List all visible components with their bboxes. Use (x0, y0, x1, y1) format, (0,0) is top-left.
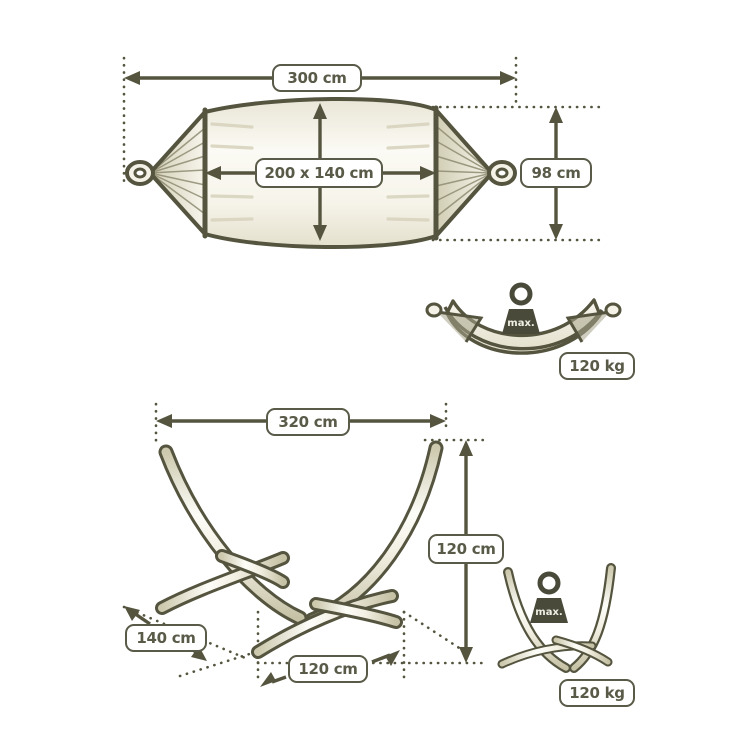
hammock-capacity-figure: max. (425, 282, 622, 355)
capacity-stand-foot-b (553, 637, 611, 665)
weight-block-icon (530, 598, 568, 623)
stand-left-foot (158, 554, 287, 612)
label-stand-depth-left: 140 cm (125, 624, 207, 652)
label-stand-capacity: 120 kg (559, 679, 635, 707)
stand-left-foot-b (218, 552, 287, 586)
capacity-stand-left-arch (505, 569, 569, 671)
weight-ring-icon (509, 282, 533, 306)
stand-extension-lines (122, 402, 486, 682)
hammock-left-suspension (125, 110, 207, 236)
dimension-arrow-stand-depth-right (260, 650, 400, 687)
hammock-right-suspension (434, 108, 517, 238)
label-hammock-height: 98 cm (520, 158, 592, 188)
label-hammock-bed-size: 200 x 140 cm (255, 158, 383, 188)
weight-block-icon (502, 309, 540, 334)
stand-right-foot-b (312, 600, 400, 626)
stand-right-foot (254, 592, 396, 656)
stand-capacity-figure: max. (497, 563, 616, 673)
label-hammock-capacity: 120 kg (559, 352, 635, 380)
stand-figure (122, 402, 486, 687)
hammock-fabric-folds (210, 122, 430, 222)
label-stand-depth-right: 120 cm (288, 655, 368, 683)
capacity-stand-right-arch (571, 565, 614, 671)
label-stand-height: 120 cm (428, 534, 504, 564)
hammock-figure (122, 56, 602, 249)
label-hammock-total-length: 300 cm (272, 64, 362, 92)
label-stand-width: 320 cm (266, 408, 350, 436)
weight-max-text: max. (507, 318, 534, 329)
hammock-extension-lines (122, 56, 602, 242)
weight-ring-icon (537, 571, 561, 595)
weight-max-text: max. (535, 607, 562, 618)
